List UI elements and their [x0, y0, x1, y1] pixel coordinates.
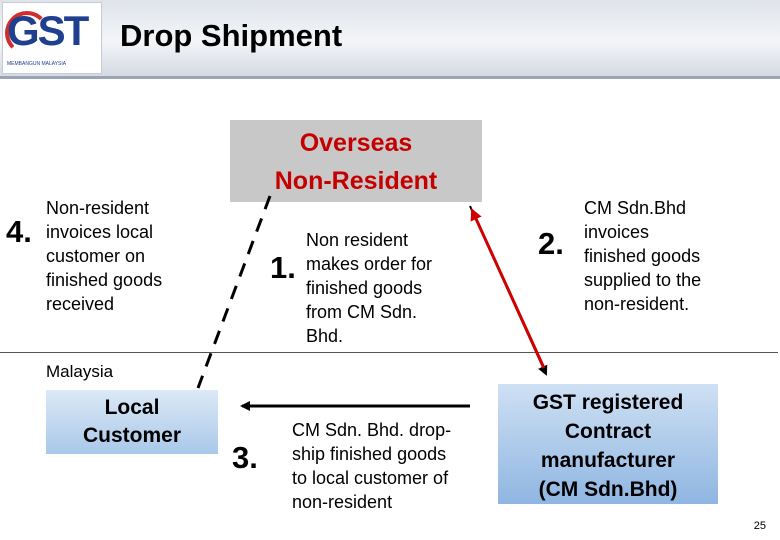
- page-number: 25: [753, 520, 766, 532]
- logo-tagline: MEMBANGUN MALAYSIA: [7, 61, 67, 67]
- cm-line2: Contract: [564, 420, 652, 443]
- step2-number: 2.: [538, 226, 564, 261]
- local-customer-line2: Customer: [82, 424, 182, 447]
- region-label: Malaysia: [46, 362, 114, 381]
- header-band: [0, 0, 780, 76]
- contract-manufacturer-box: GST registered Contract manufacturer (CM…: [498, 384, 718, 504]
- arrow-step2-red: [470, 208, 546, 369]
- local-customer-box: Local Customer: [46, 390, 218, 454]
- local-customer-line1: Local: [104, 396, 160, 419]
- step1-number: 1.: [270, 250, 296, 285]
- step1-text: Non resident makes order for finished go…: [306, 230, 433, 346]
- overseas-line1: Overseas: [299, 129, 413, 157]
- arrow-step4-dashed: [196, 195, 272, 389]
- cm-line4: (CM Sdn.Bhd): [538, 478, 678, 501]
- region-divider: [0, 352, 778, 353]
- step3-text: CM Sdn. Bhd. drop- ship finished goods t…: [292, 420, 452, 512]
- overseas-non-resident-box: Overseas Non-Resident: [230, 120, 482, 202]
- gst-logo: GST MEMBANGUN MALAYSIA: [2, 2, 102, 74]
- step4-text: Non-resident invoices local customer on …: [46, 198, 163, 314]
- page-title: Drop Shipment: [120, 18, 343, 53]
- overseas-line2: Non-Resident: [274, 167, 438, 195]
- logo-text: GST: [7, 7, 89, 54]
- cm-line3: manufacturer: [540, 449, 676, 472]
- header-divider: [0, 76, 780, 79]
- step4-number: 4.: [6, 214, 32, 249]
- step2-text: CM Sdn.Bhd invoices finished goods suppl…: [584, 198, 702, 314]
- cm-line1: GST registered: [532, 391, 684, 414]
- logo-swoosh-icon: [5, 11, 49, 55]
- step3-number: 3.: [232, 440, 258, 475]
